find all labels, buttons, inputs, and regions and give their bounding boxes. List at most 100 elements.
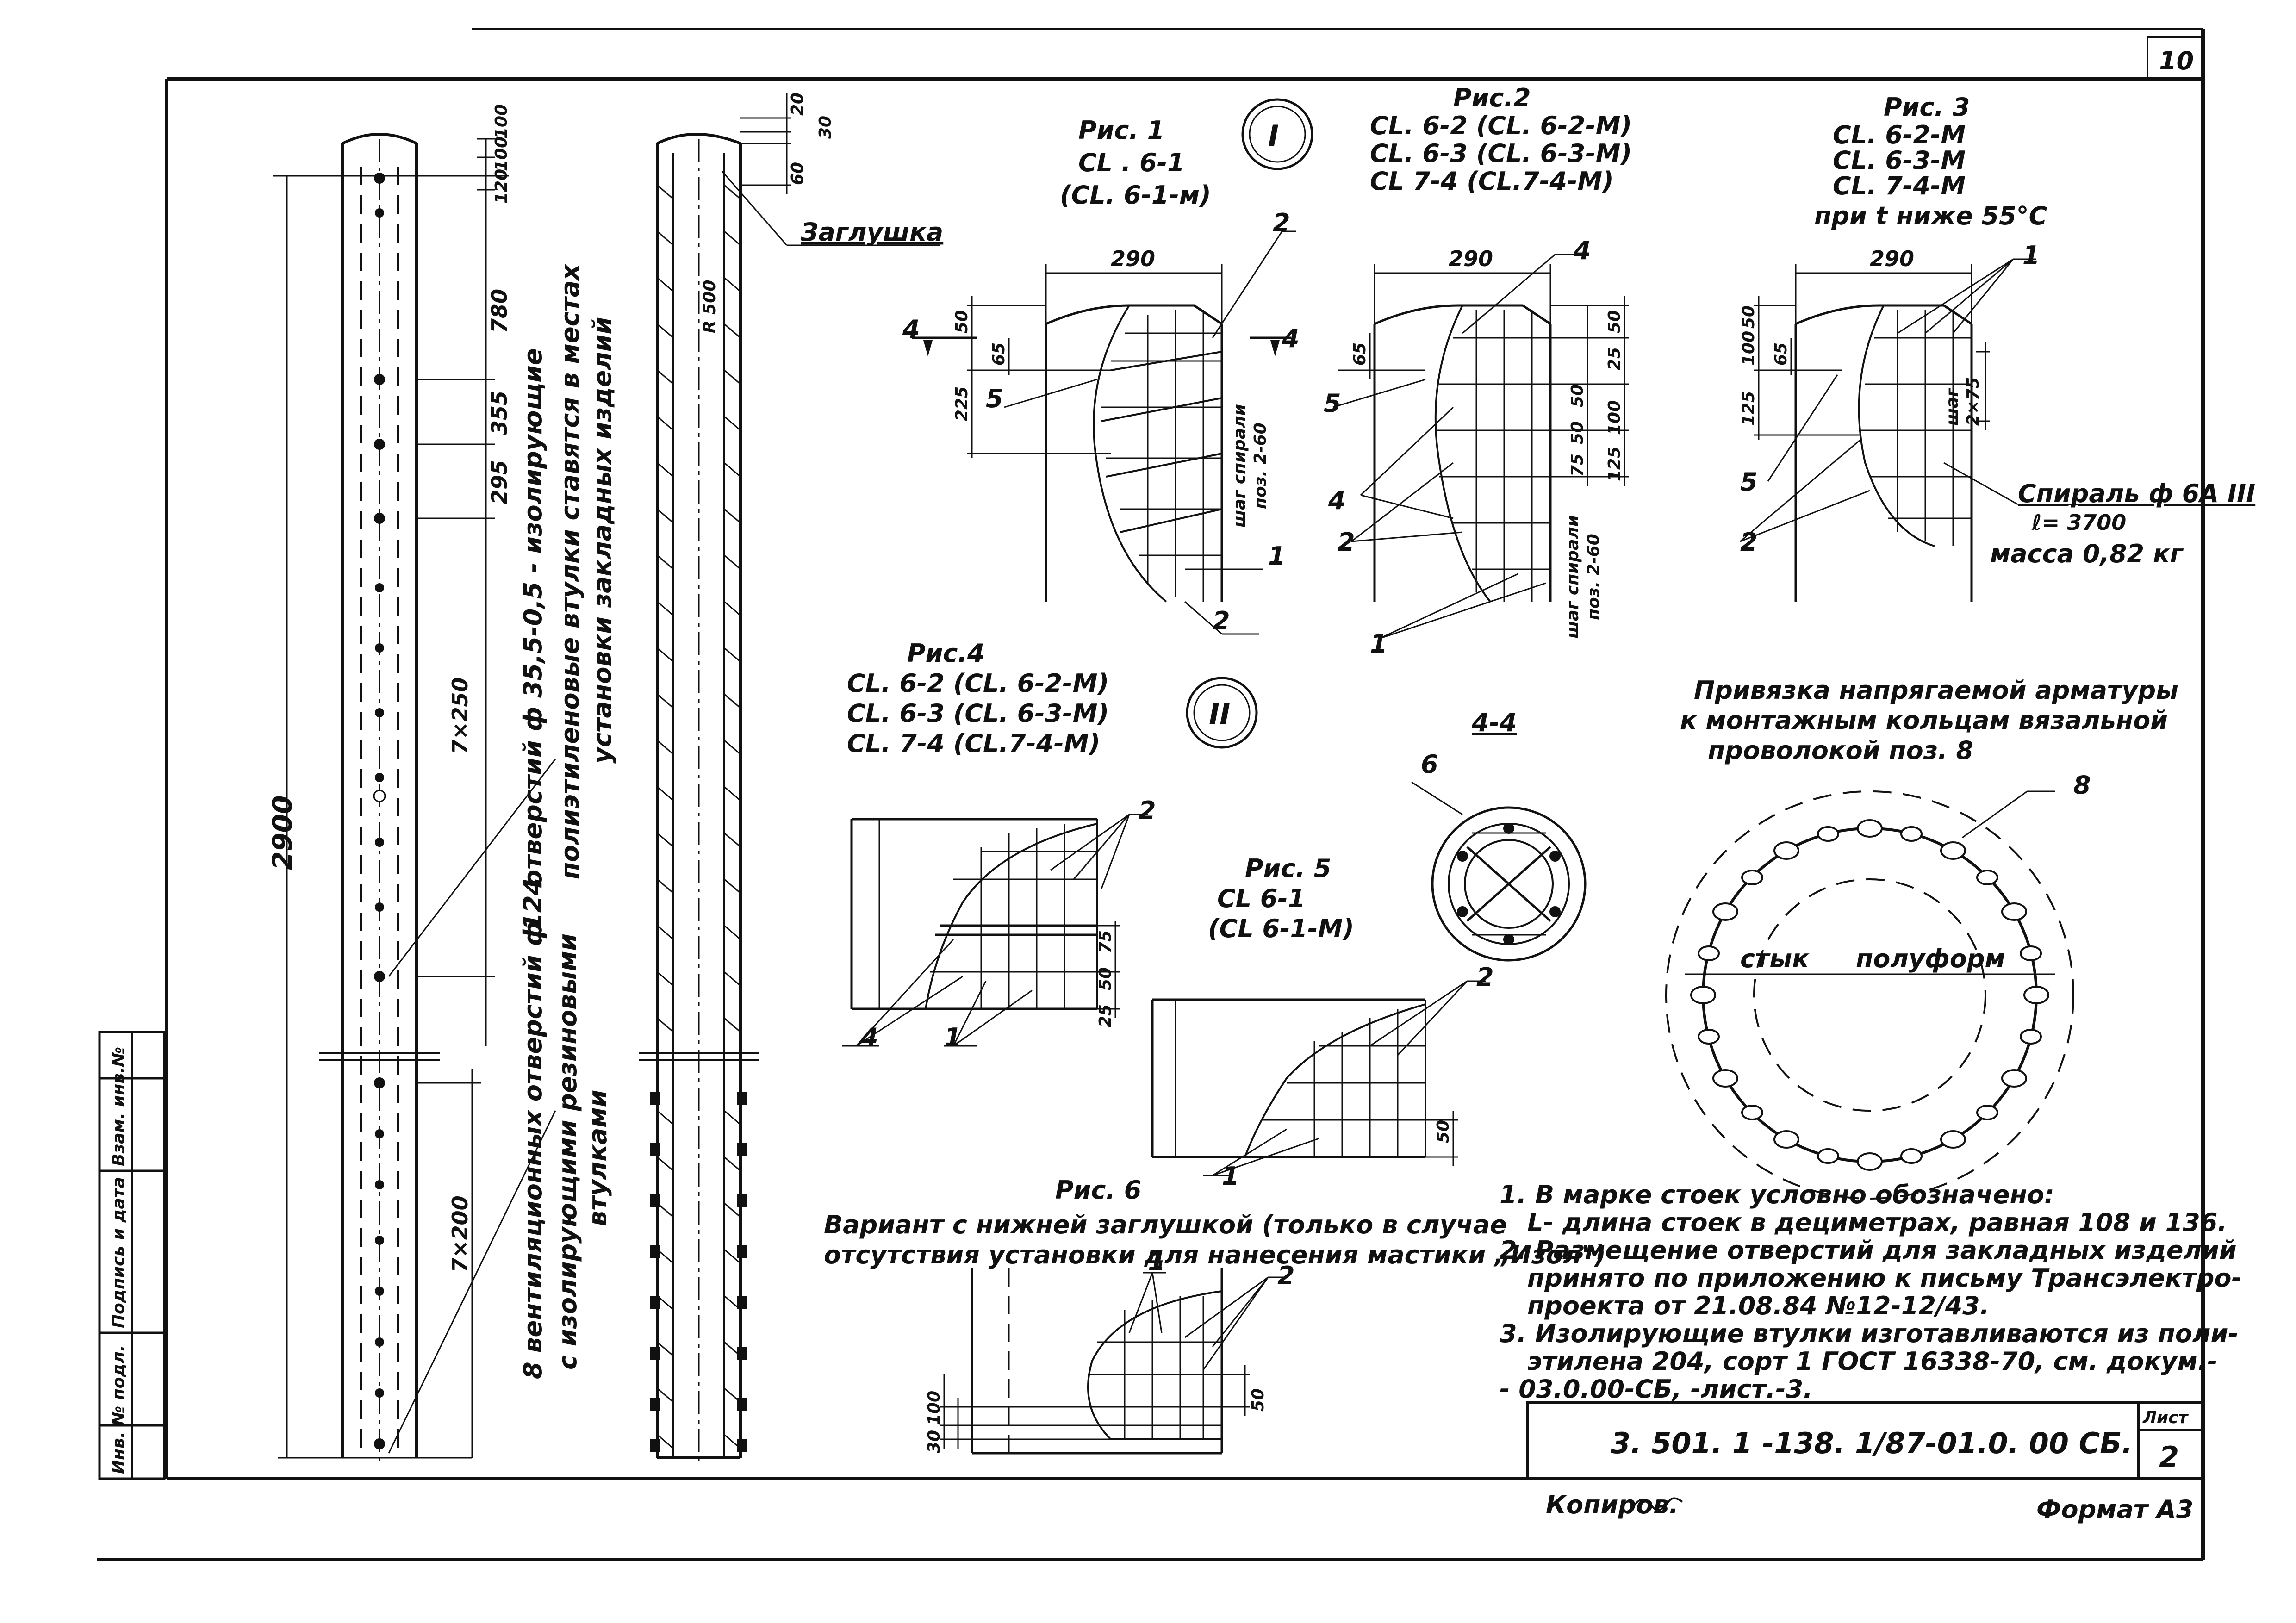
note-line-7: этилена 204, сорт 1 ГОСТ 16338-70, см. д…	[1527, 1347, 2218, 1376]
fig1-d50: 50	[952, 310, 971, 333]
fig3-spiral: Спираль ф 6А III	[2018, 479, 2255, 508]
fig3-line4: при t ниже 55°C	[1814, 201, 2047, 230]
fig3-spiral-mass: масса 0,82 кг	[1990, 539, 2184, 568]
fig6-pos1: 1	[1148, 1247, 1165, 1276]
fig4-d50: 50	[1096, 967, 1115, 990]
fig1-line2: (CL. 6-1-м)	[1060, 180, 1211, 210]
fig2-line2: CL. 6-3 (CL. 6-3-M)	[1370, 139, 1632, 168]
stamp-replace: Взам. инв.№	[109, 1047, 128, 1166]
dim-b: 30	[816, 116, 835, 139]
fig3-line1: CL. 6-2-M	[1833, 120, 1966, 149]
fig4-line3: CL. 7-4 (CL.7-4-M)	[847, 729, 1100, 758]
fig5-line1: CL 6-1	[1217, 884, 1305, 913]
radius-label: R 500	[700, 280, 719, 333]
fig4-line1: CL. 6-2 (CL. 6-2-M)	[847, 669, 1109, 698]
fig2-title: Рис.2	[1453, 83, 1531, 112]
footer-copied: Копиров.	[1546, 1490, 1679, 1519]
dim-top-a: 100	[492, 137, 511, 171]
fig6-caption1: Вариант с нижней заглушкой (только в слу…	[824, 1210, 1507, 1239]
fig1-d225: 225	[952, 386, 971, 421]
fig2-pitch-b: поз. 2-60	[1584, 534, 1603, 620]
fig4-drawing	[842, 814, 1148, 1047]
section-hatch-left	[657, 184, 674, 1449]
note-vent-8-c: втулками	[583, 1090, 612, 1226]
sheet-corner-box: 10	[2147, 36, 2204, 80]
fig1-pos5: 5	[986, 384, 1003, 413]
fig5-d50: 50	[1434, 1120, 1453, 1143]
fig1-drawing	[912, 230, 1296, 635]
fig3-pos1: 1	[2022, 241, 2040, 270]
fig1-section-arrows	[923, 340, 1280, 356]
fig3-d125: 125	[1739, 391, 1758, 426]
fig1-pos2: 2	[1273, 208, 1290, 237]
fig6-d50: 50	[1249, 1388, 1268, 1412]
fig2-d125: 125	[1605, 447, 1624, 481]
note-line-5: проекта от 21.08.84 №12-12/43.	[1527, 1291, 1989, 1320]
binding-ring-bars	[1690, 819, 2049, 1171]
fig2-d25: 25	[1605, 347, 1624, 370]
fig3-width: 290	[1870, 246, 1914, 271]
fig3-d50: 50	[1739, 305, 1758, 329]
plug-label: Заглушка	[800, 218, 943, 247]
fig5-pos1: 1	[1222, 1162, 1239, 1191]
fig2-drawing	[1332, 254, 1629, 640]
column-holes	[374, 173, 385, 1449]
fig6-drawing	[940, 1268, 1287, 1455]
fig3-drawing	[1740, 258, 2110, 602]
fig3-line2: CL. 6-3-M	[1833, 146, 1966, 175]
fig1-d65: 65	[989, 342, 1008, 366]
fig4-pos4: 4	[860, 1023, 878, 1052]
copier-signature	[1633, 1497, 1683, 1511]
dim-top-c: 120	[492, 169, 511, 204]
fig5-drawing	[1151, 980, 1486, 1176]
fig1-section-mark-left: 4	[902, 315, 920, 344]
footer-format: Формат А3	[2036, 1495, 2193, 1524]
fig5-title: Рис. 5	[1245, 854, 1331, 883]
open-hole-icon	[373, 790, 386, 802]
fig6-caption2: отсутствия установки для нанесения масти…	[824, 1240, 1606, 1269]
detail-marker-II	[1186, 677, 1258, 749]
binding-pos8: 8	[2073, 771, 2091, 800]
note-vent-8: 8 вентиляционных отверстий ф 24	[518, 878, 548, 1379]
binding-halfform: полуформ	[1856, 944, 2005, 973]
binding-joint: стык	[1740, 944, 1810, 973]
note-line-8: - 03.0.00-СБ, -лист.-3.	[1500, 1374, 1813, 1404]
doc-code: 3. 501. 1 -138. 1/87-01.0. 00 СБ.	[1611, 1426, 2133, 1460]
fig3-line3: CL. 7-4-M	[1833, 171, 1966, 200]
fig4-line2: CL. 6-3 (CL. 6-3-M)	[847, 699, 1109, 728]
fig2-d50: 50	[1605, 310, 1624, 333]
note-line-2: L- длина стоек в дециметрах, равная 108 …	[1527, 1208, 2227, 1237]
left-column-elevation	[273, 133, 556, 1462]
fig2-pos1: 1	[1370, 629, 1388, 659]
fig2-d50b: 50	[1568, 384, 1587, 407]
fig4-d25: 25	[1096, 1004, 1115, 1027]
fig1-pos2b: 2	[1213, 606, 1230, 635]
fig2-d65: 65	[1350, 342, 1369, 366]
fig6-pos2: 2	[1277, 1261, 1295, 1290]
fig4-d75: 75	[1096, 930, 1115, 953]
fig1-pitch-b: поз. 2-60	[1251, 423, 1270, 509]
dim-3: 295	[487, 460, 512, 504]
binding-title3: проволокой поз. 8	[1708, 736, 1973, 765]
fig6-d30: 30	[925, 1430, 944, 1453]
section-4-4-title: 4-4	[1471, 708, 1517, 737]
detail-marker-I	[1241, 98, 1313, 170]
stamp-sign: Подпись и дата	[109, 1177, 128, 1328]
fig2-d50c: 50	[1568, 421, 1587, 444]
note-holes-12-c: установки закладных изделий	[588, 317, 617, 764]
binding-ring-drawing	[1665, 790, 2074, 1200]
fig2-pos5: 5	[1324, 389, 1341, 418]
dim-4: 7×250	[448, 677, 473, 754]
vent-sleeves	[650, 1092, 747, 1452]
fig3-spiral-len: ℓ= 3700	[2031, 510, 2126, 535]
side-stamp	[98, 1031, 166, 1480]
fig5-pos2: 2	[1476, 963, 1494, 992]
note-line-4: принято по приложению к письму Трансэлек…	[1527, 1263, 2242, 1293]
fig1-pitch: шаг спирали	[1230, 404, 1249, 528]
note-line-3: 2. Размещение отверстий для закладных из…	[1500, 1236, 2237, 1265]
fig6-title: Рис. 6	[1055, 1175, 1141, 1205]
fig1-title: Рис. 1	[1078, 116, 1164, 145]
fig2-pos2: 2	[1338, 528, 1355, 557]
fig3-d100: 100	[1739, 331, 1758, 366]
